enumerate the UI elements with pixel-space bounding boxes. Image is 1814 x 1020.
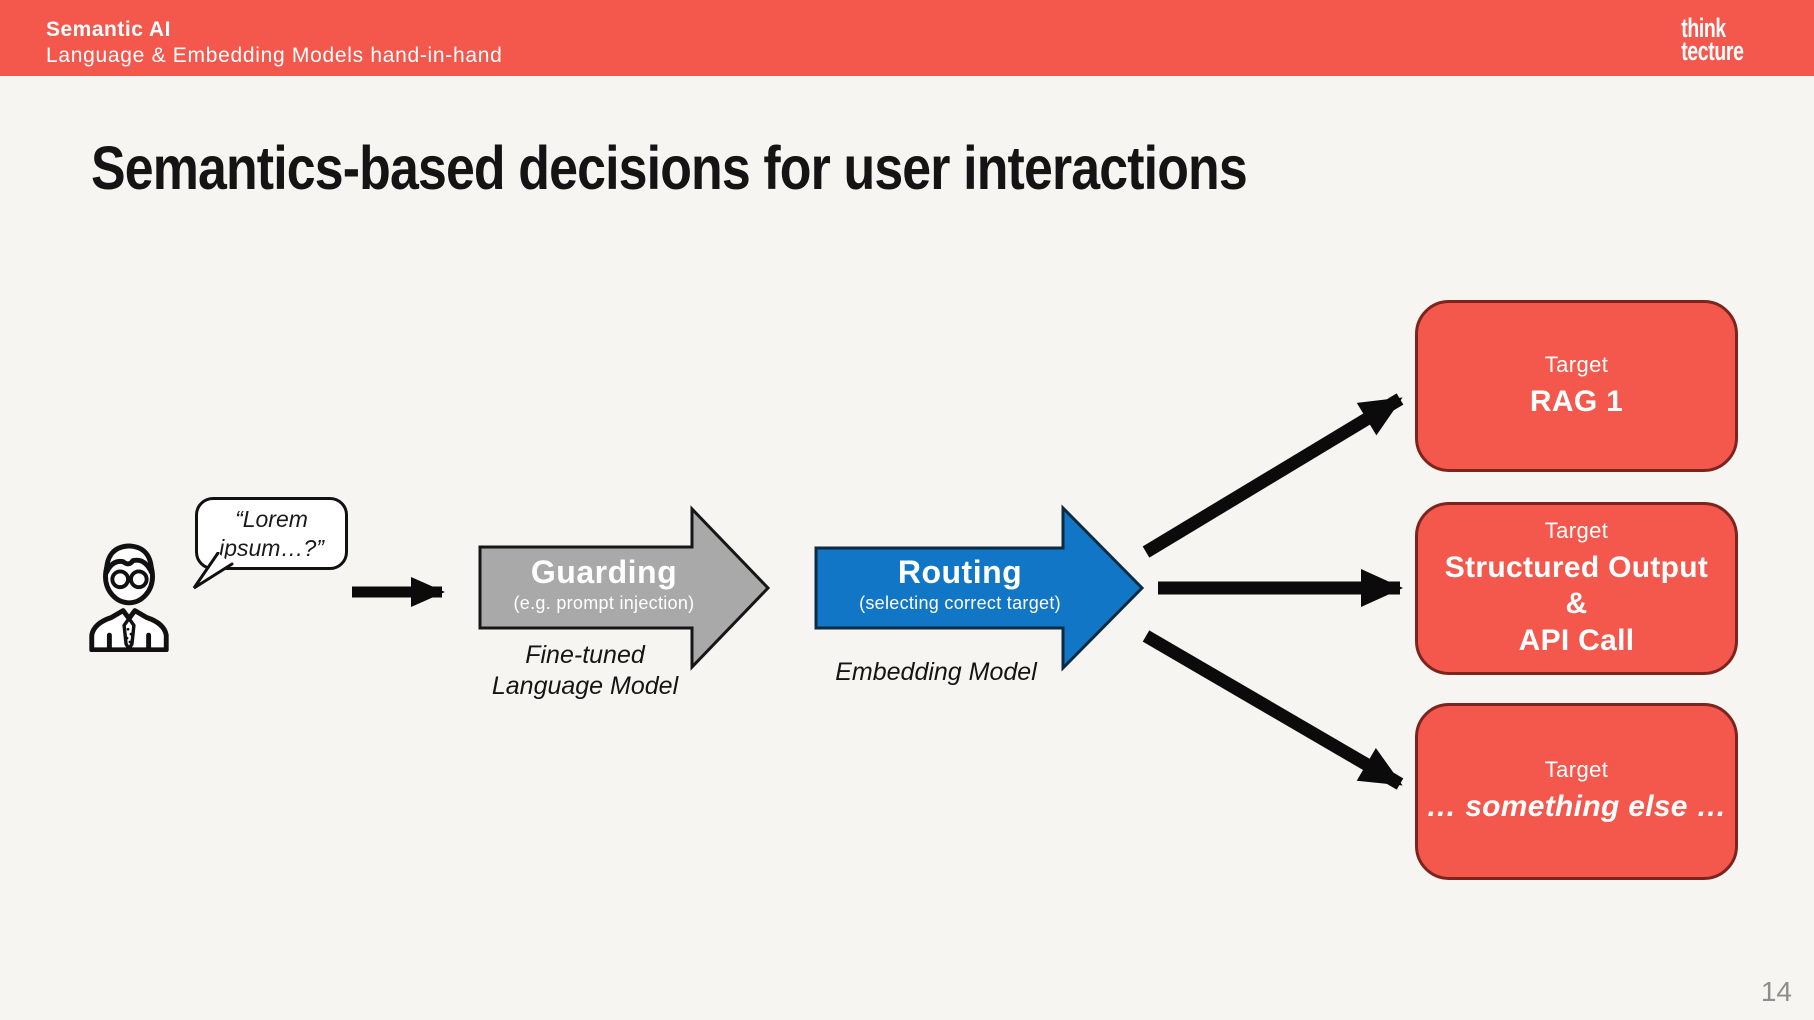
header-product-name: Semantic AI bbox=[46, 18, 171, 41]
target-box-rag: Target RAG 1 bbox=[1415, 300, 1738, 472]
page-number: 14 bbox=[1760, 976, 1792, 1007]
user-person-icon bbox=[89, 543, 169, 652]
target-structured-kicker: Target bbox=[1544, 517, 1609, 543]
routing-label-block: Routing (selecting correct target) bbox=[834, 554, 1086, 614]
slide-title: Semantics-based decisions for user inter… bbox=[91, 134, 1248, 202]
logo-line-2: tecture bbox=[1681, 35, 1745, 66]
guarding-caption-line-2: Language Model bbox=[491, 671, 679, 700]
arrow-routing-to-something-else bbox=[1142, 630, 1404, 790]
target-box-structured-output: Target Structured Output & API Call bbox=[1415, 502, 1738, 675]
target-structured-line-1: Structured Output bbox=[1444, 550, 1709, 584]
tie bbox=[122, 616, 136, 651]
header-subtitle: Language & Embedding Models hand-in-hand bbox=[46, 44, 503, 67]
thinktecture-logo: think tecture bbox=[1681, 13, 1745, 66]
routing-sublabel: (selecting correct target) bbox=[859, 592, 1061, 613]
target-box-something-else: Target … something else … bbox=[1415, 703, 1738, 880]
target-else-kicker: Target bbox=[1544, 757, 1609, 783]
speech-line-1: “Lorem bbox=[235, 505, 308, 532]
logo-line-1: think bbox=[1681, 13, 1727, 43]
arrow-routing-to-rag bbox=[1142, 393, 1404, 558]
routing-caption: Embedding Model bbox=[835, 658, 1037, 686]
guarding-caption: Fine-tuned Language Model bbox=[445, 640, 725, 701]
guarding-caption-line-1: Fine-tuned bbox=[525, 641, 645, 669]
target-structured-line-2: & bbox=[1565, 587, 1588, 621]
speech-bubble-tail bbox=[192, 552, 234, 590]
target-rag-kicker: Target bbox=[1544, 351, 1609, 377]
guarding-label-block: Guarding (e.g. prompt injection) bbox=[478, 554, 730, 614]
routing-label: Routing bbox=[897, 554, 1023, 590]
guarding-sublabel: (e.g. prompt injection) bbox=[513, 592, 695, 613]
target-else-title: … something else … bbox=[1426, 790, 1727, 824]
header-bar: Semantic AI Language & Embedding Models … bbox=[0, 0, 1814, 76]
guarding-label: Guarding bbox=[530, 554, 678, 590]
speech-line-2: ipsum…?” bbox=[219, 534, 324, 561]
target-rag-title: RAG 1 bbox=[1529, 384, 1624, 418]
target-structured-line-3: API Call bbox=[1518, 623, 1635, 657]
